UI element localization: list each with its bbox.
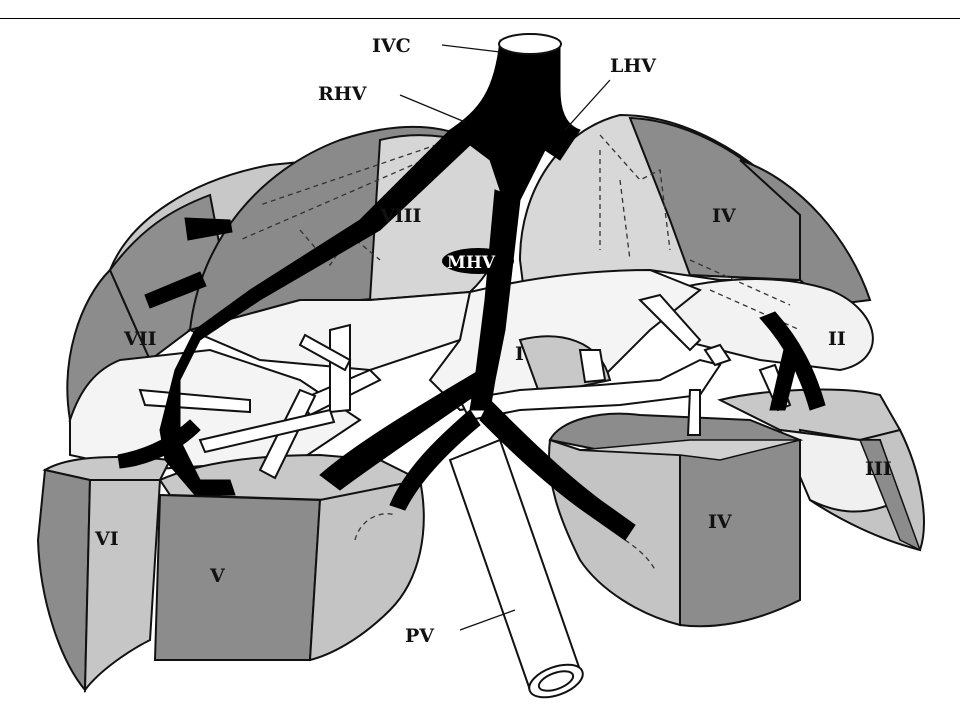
segment-iii-shape [717, 388, 925, 552]
label-pv: PV [405, 625, 435, 647]
label-segment-viii: VIII [379, 205, 422, 227]
segment-vi-shape [36, 456, 172, 694]
ivc-opening [498, 33, 562, 55]
label-mhv: MHV [447, 253, 496, 273]
label-segment-i: I [515, 343, 524, 365]
label-segment-ii: II [828, 328, 846, 350]
label-lhv: LHV [610, 55, 657, 77]
label-ivc: IVC [372, 35, 411, 57]
mhv-label-badge [442, 248, 514, 274]
label-rhv: RHV [318, 83, 368, 105]
label-segment-iv-lower: IV [708, 511, 733, 533]
top-divider-line [0, 18, 960, 19]
label-segment-v: V [209, 565, 226, 587]
segment-ii-shape [638, 278, 874, 372]
label-segment-iii: III [865, 458, 892, 480]
label-segment-iv-upper: IV [712, 205, 737, 227]
label-leader-lines [399, 44, 611, 631]
label-segment-vi: VI [94, 528, 119, 550]
hepatic-veins [117, 39, 826, 541]
segment-iv-lower-shape [548, 412, 804, 628]
label-segment-vii: VII [123, 328, 157, 350]
